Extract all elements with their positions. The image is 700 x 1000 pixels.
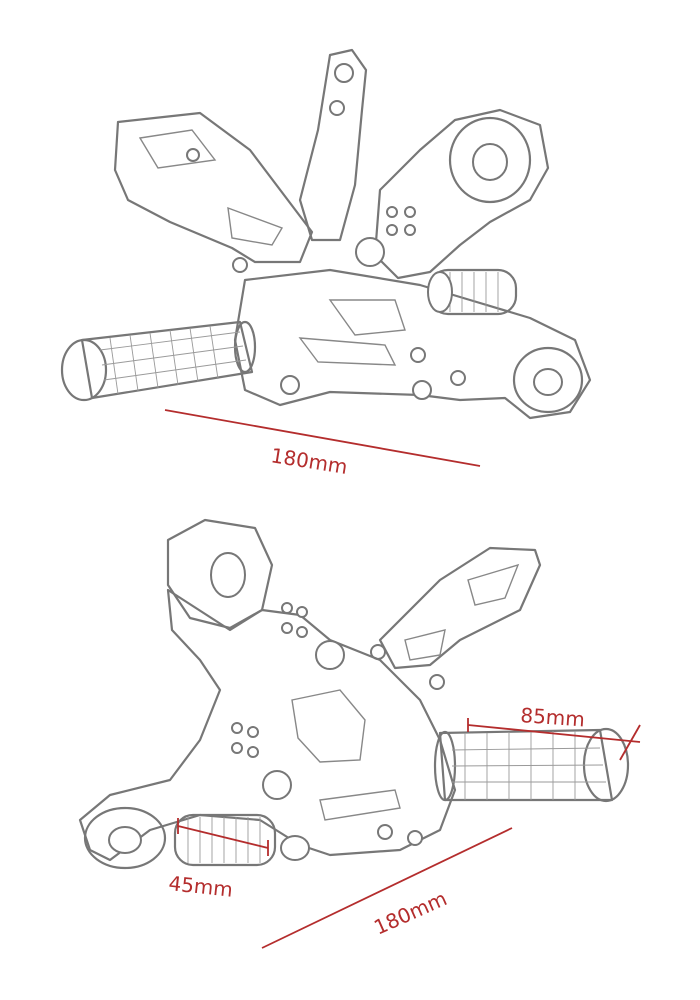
spring-length-label: 45mm <box>167 871 234 902</box>
bottom-heel-plate-slot-2 <box>404 629 446 661</box>
bottom-small-hole <box>231 722 243 734</box>
top-bolt <box>450 370 466 386</box>
top-rear-boss-hole <box>533 368 563 396</box>
bottom-spring <box>173 813 310 867</box>
bottom-small-hole <box>247 726 259 738</box>
top-boss <box>448 116 532 204</box>
bottom-small-hole <box>281 602 293 614</box>
bottom-body-cutout <box>291 689 366 763</box>
top-heel-plate-slot <box>138 129 217 169</box>
top-rearset-assembly <box>60 48 592 420</box>
bottom-length-label: 180mm <box>370 886 450 939</box>
top-hanger-hole-2 <box>329 100 345 116</box>
bottom-pivot-bolt <box>262 770 292 800</box>
bottom-body-slot <box>319 789 401 821</box>
top-bolt <box>412 380 432 400</box>
bottom-small-hole <box>281 622 293 634</box>
peg-length-label: 85mm <box>520 703 586 731</box>
bottom-foot-peg <box>433 727 630 803</box>
top-rear-boss <box>512 346 584 414</box>
peg-length-tick-right <box>619 724 641 761</box>
bottom-length-dimension-line <box>261 827 513 949</box>
bottom-small-hole <box>247 746 259 758</box>
bottom-rear-boss <box>83 806 167 870</box>
top-heel-plate-slot-2 <box>227 206 284 246</box>
top-bolt <box>232 257 248 273</box>
top-small-hole <box>386 206 398 218</box>
bottom-small-hole <box>231 742 243 754</box>
top-spring <box>427 268 518 316</box>
bottom-bolt <box>407 830 423 846</box>
top-hanger-hole <box>334 63 354 83</box>
spring-length-dimension-line <box>177 825 269 849</box>
top-bolt <box>186 148 200 162</box>
top-center-bolt <box>355 237 385 267</box>
top-body-slot <box>298 337 397 366</box>
bottom-center-bolt <box>315 640 345 670</box>
peg-length-dimension-line <box>467 724 641 743</box>
top-hanger-arm <box>298 48 368 242</box>
top-small-hole <box>404 224 416 236</box>
bottom-bolt <box>377 824 393 840</box>
top-length-dimension-line <box>164 409 481 467</box>
bottom-boss-hole <box>210 552 246 598</box>
top-small-hole <box>404 206 416 218</box>
top-bolt <box>280 375 300 395</box>
top-length-label: 180mm <box>269 443 349 479</box>
top-bolt <box>410 347 426 363</box>
top-small-hole <box>386 224 398 236</box>
top-right-plate <box>373 108 550 280</box>
top-body-cutout <box>328 299 406 336</box>
bottom-small-hole <box>296 606 308 618</box>
bottom-rearset-assembly <box>78 518 630 870</box>
top-boss-hole <box>472 143 508 181</box>
bottom-small-hole <box>296 626 308 638</box>
bottom-bolt <box>429 674 445 690</box>
top-main-body <box>233 268 592 420</box>
bottom-heel-plate-slot <box>467 563 520 606</box>
top-heel-plate <box>113 111 314 264</box>
bottom-rear-boss-hole <box>108 826 142 854</box>
bottom-heel-plate <box>378 546 542 670</box>
top-foot-peg <box>60 320 257 402</box>
